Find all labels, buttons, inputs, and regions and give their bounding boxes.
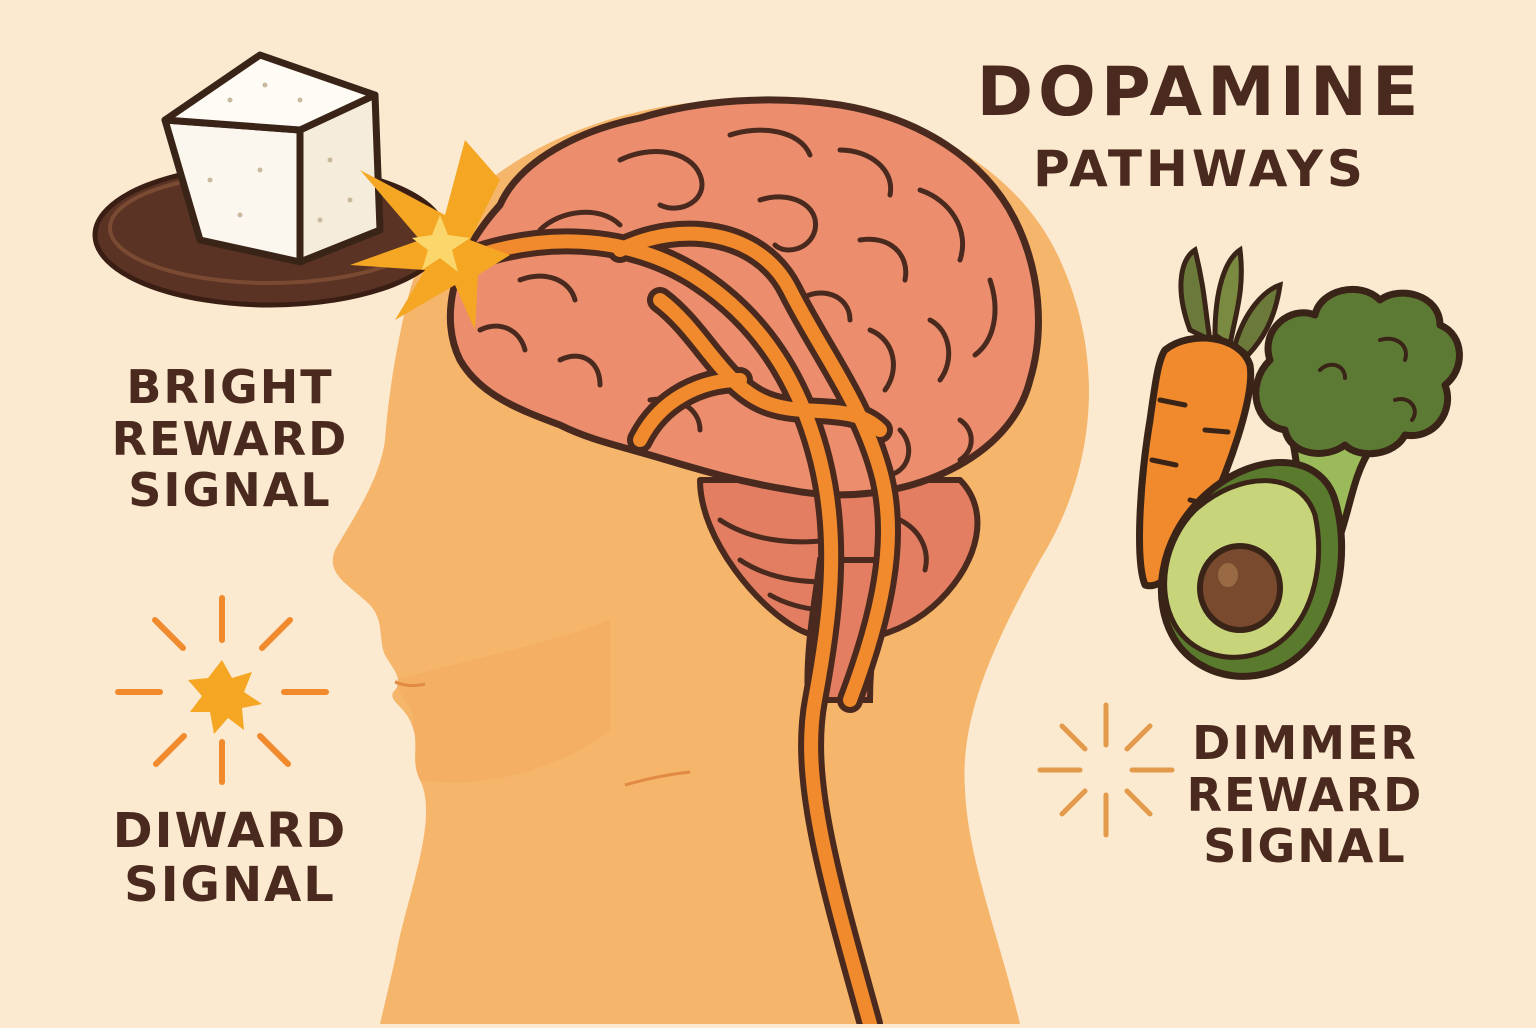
bright-label-line-2: REWARD (111, 411, 349, 466)
bright-reward-label: BRIGHT REWARD SIGNAL (80, 360, 380, 518)
diward-label-line-2: SIGNAL (124, 856, 336, 913)
bright-label-line-3: SIGNAL (128, 463, 332, 518)
burst-icon (350, 140, 510, 330)
title-line-2: PATHWAYS (1033, 140, 1367, 199)
dimmer-label-line-3: SIGNAL (1203, 819, 1407, 874)
dimmer-label-line-1: DIMMER (1192, 716, 1418, 770)
mouth-line (394, 680, 426, 688)
bright-label-line-1: BRIGHT (126, 360, 334, 414)
jaw-line (624, 770, 691, 787)
dimmer-label-line-2: REWARD (1186, 767, 1424, 822)
diagram-title: DOPAMINE PATHWAYS (940, 53, 1460, 199)
diward-signal-label: DIWARD SIGNAL (70, 803, 390, 913)
diward-label-line-1: DIWARD (112, 803, 348, 859)
dim-spark-icon (1037, 702, 1175, 838)
brain-cerebrum (446, 96, 1042, 499)
face-shading (395, 620, 610, 783)
sugar-cube-icon (92, 51, 448, 308)
spark-icon (115, 595, 329, 785)
title-line-1: DOPAMINE (976, 53, 1424, 132)
dimmer-reward-label: DIMMER REWARD SIGNAL (1160, 716, 1450, 874)
dopamine-pathways (467, 220, 901, 1028)
avocado-icon (1157, 459, 1346, 680)
